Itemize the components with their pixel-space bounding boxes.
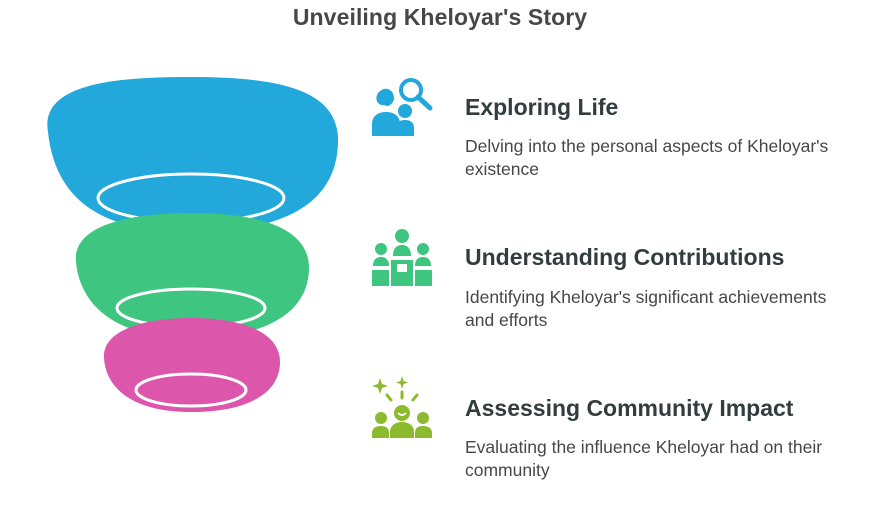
funnel-tier-top <box>47 77 338 232</box>
diagram-title: Unveiling Kheloyar's Story <box>292 4 588 30</box>
podium-people-icon <box>372 229 432 286</box>
celebrating-community-icon <box>372 376 432 438</box>
item-heading-understanding-contributions: Understanding Contributions <box>465 244 785 270</box>
item-description-exploring-life: Delving into the personal aspects of Khe… <box>465 136 829 179</box>
funnel-tier-middle-shape <box>75 213 310 338</box>
item-heading-exploring-life: Exploring Life <box>465 94 619 120</box>
item-description-understanding-contributions: Identifying Kheloyar's significant achie… <box>465 287 827 330</box>
funnel-tier-bottom-shape <box>103 318 280 412</box>
funnel-tier-bottom <box>103 318 280 412</box>
funnel-tier-bottom-ring <box>134 372 248 408</box>
item-description-assessing-community-impact: Evaluating the influence Kheloyar had on… <box>465 437 823 480</box>
funnel-tier-top-shape <box>47 77 338 232</box>
people-search-icon <box>372 78 433 136</box>
item-heading-assessing-community-impact: Assessing Community Impact <box>465 395 794 421</box>
